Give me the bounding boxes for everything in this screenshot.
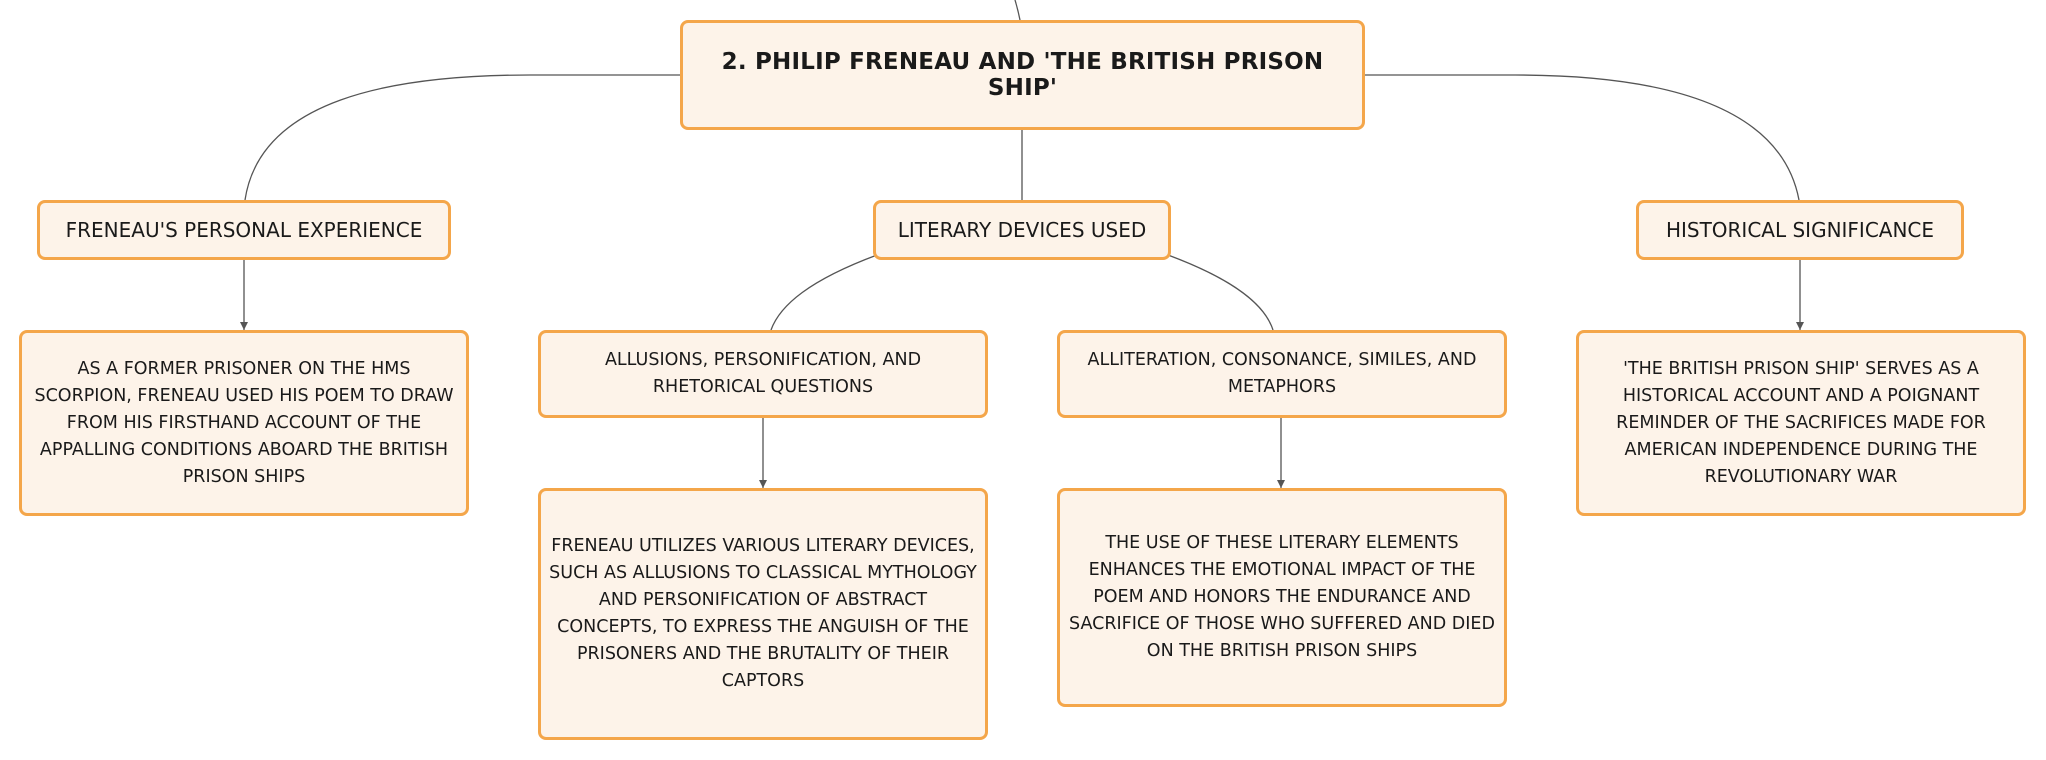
branch-node-label: LITERARY DEVICES USED — [897, 218, 1147, 242]
connector-parent-to-root — [1014, 0, 1021, 21]
subbranch-node-allusions[interactable]: ALLUSIONS, PERSONIFICATION, AND RHETORIC… — [538, 330, 988, 418]
detail-node-text: FRENEAU UTILIZES VARIOUS LITERARY DEVICE… — [549, 536, 977, 691]
detail-node-personal-experience[interactable]: AS A FORMER PRISONER ON THE HMS SCORPION… — [19, 330, 469, 516]
detail-node-text: THE USE OF THESE LITERARY ELEMENTS ENHAN… — [1069, 533, 1495, 661]
root-node[interactable]: 2. PHILIP FRENEAU AND 'THE BRITISH PRISO… — [680, 20, 1365, 130]
branch-node-historical-significance[interactable]: HISTORICAL SIGNIFICANCE — [1636, 200, 1964, 260]
subbranch-node-alliteration[interactable]: ALLITERATION, CONSONANCE, SIMILES, AND M… — [1057, 330, 1507, 418]
branch-node-literary-devices[interactable]: LITERARY DEVICES USED — [873, 200, 1171, 260]
connector-root-to-historical — [1365, 74, 1800, 201]
detail-node-text: 'THE BRITISH PRISON SHIP' SERVES AS A HI… — [1616, 358, 1986, 487]
arrowhead-personal-detail — [240, 322, 248, 330]
detail-node-historical-significance[interactable]: 'THE BRITISH PRISON SHIP' SERVES AS A HI… — [1576, 330, 2026, 516]
arrowhead-historical-detail — [1796, 322, 1804, 330]
detail-node-allusions[interactable]: FRENEAU UTILIZES VARIOUS LITERARY DEVICE… — [538, 488, 988, 740]
connector-root-to-personal — [244, 74, 680, 201]
detail-node-alliteration[interactable]: THE USE OF THESE LITERARY ELEMENTS ENHAN… — [1057, 488, 1507, 707]
branch-node-personal-experience[interactable]: FRENEAU'S PERSONAL EXPERIENCE — [37, 200, 451, 260]
connector-literary-to-alliteration — [1167, 254, 1274, 331]
arrowhead-allusions-detail — [759, 480, 767, 488]
branch-node-label: FRENEAU'S PERSONAL EXPERIENCE — [65, 218, 423, 242]
subbranch-node-label: ALLUSIONS, PERSONIFICATION, AND RHETORIC… — [604, 350, 922, 397]
detail-node-text: AS A FORMER PRISONER ON THE HMS SCORPION… — [34, 358, 454, 487]
arrowhead-alliteration-detail — [1277, 480, 1285, 488]
root-node-label: 2. PHILIP FRENEAU AND 'THE BRITISH PRISO… — [721, 49, 1324, 101]
subbranch-node-label: ALLITERATION, CONSONANCE, SIMILES, AND M… — [1087, 350, 1477, 397]
connector-literary-to-allusions — [770, 254, 878, 331]
branch-node-label: HISTORICAL SIGNIFICANCE — [1665, 218, 1935, 242]
